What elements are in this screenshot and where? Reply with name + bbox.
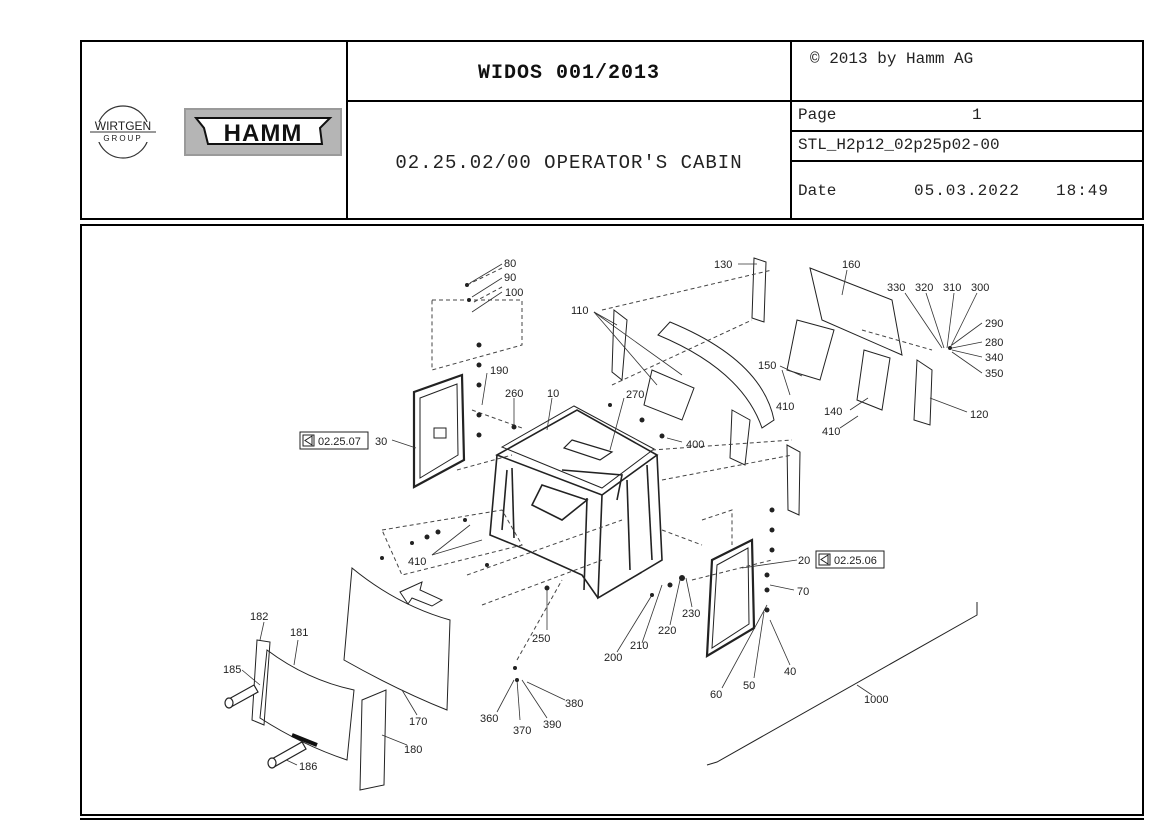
doc-title-cell: WIDOS 001/2013 <box>348 42 792 102</box>
copyright-cell: © 2013 by Hamm AG <box>792 42 1144 102</box>
part-label: 160 <box>842 259 860 271</box>
part-label: 30 <box>375 436 387 448</box>
part-label: 390 <box>543 719 561 731</box>
part-label: 290 <box>985 318 1003 330</box>
part-label: 20 <box>798 555 810 567</box>
part-label: 150 <box>758 360 776 372</box>
ref-label-02-25-07: 02.25.07 <box>318 436 361 448</box>
bottom-rule <box>80 818 1144 820</box>
cabin-exploded-diagram: 02.25.07 02.25.06 80 90 100 110 130 160 … <box>223 257 1003 791</box>
part-label: 360 <box>480 713 498 725</box>
part-label: 50 <box>743 680 755 692</box>
group-logo-text: GROUP <box>103 134 142 143</box>
part-label: 180 <box>404 744 422 756</box>
cabin-frame <box>489 409 663 600</box>
part-label: 410 <box>776 401 794 413</box>
right-door <box>705 538 756 658</box>
stl-cell: STL_H2p12_02p25p02-00 <box>792 132 1144 162</box>
ref-box-02-25-06[interactable]: 02.25.06 <box>815 550 885 569</box>
part-label: 200 <box>604 652 622 664</box>
page-number: 1 <box>972 106 982 124</box>
logo-cell: WIRTGEN GROUP HAMM <box>82 42 348 218</box>
time-value: 18:49 <box>1056 182 1110 200</box>
part-label: 140 <box>824 406 842 418</box>
part-label: 350 <box>985 368 1003 380</box>
date-value: 05.03.2022 <box>914 182 1021 200</box>
part-label: 220 <box>658 625 676 637</box>
part-label: 400 <box>686 439 704 451</box>
part-label: 186 <box>299 761 317 773</box>
part-label: 190 <box>490 365 508 377</box>
part-label: 300 <box>971 282 989 294</box>
wirtgen-logo-text: WIRTGEN <box>95 119 151 133</box>
wirtgen-group-logo: WIRTGEN GROUP <box>90 105 156 159</box>
part-label: 90 <box>504 272 516 284</box>
part-label: 110 <box>571 305 589 317</box>
part-label: 185 <box>223 664 241 676</box>
part-label: 250 <box>532 633 550 645</box>
part-label: 80 <box>504 258 516 270</box>
part-label: 380 <box>565 698 583 710</box>
part-label: 280 <box>985 337 1003 349</box>
part-label: 70 <box>797 586 809 598</box>
part-label: 320 <box>915 282 933 294</box>
title-block: WIRTGEN GROUP HAMM WIDOS 001/2013 © 2013… <box>80 40 1144 220</box>
copyright: © 2013 by Hamm AG <box>810 50 974 68</box>
hamm-logo-text: HAMM <box>224 120 303 147</box>
part-label: 40 <box>784 666 796 678</box>
description-cell: 02.25.02/00 OPERATOR'S CABIN <box>348 102 792 218</box>
part-label: 260 <box>505 388 523 400</box>
part-label: 60 <box>710 689 722 701</box>
part-label: 270 <box>626 389 644 401</box>
ref-box-02-25-07[interactable]: 02.25.07 <box>299 431 369 450</box>
date-cell: Date 05.03.2022 18:49 <box>792 162 1144 218</box>
stl-code: STL_H2p12_02p25p02-00 <box>798 136 1000 154</box>
part-label: 182 <box>250 611 268 623</box>
part-label: 10 <box>547 388 559 400</box>
page-label: Page <box>798 106 837 124</box>
part-label: 310 <box>943 282 961 294</box>
part-label: 410 <box>822 426 840 438</box>
part-label: 340 <box>985 352 1003 364</box>
part-label: 210 <box>630 640 648 652</box>
part-label: 330 <box>887 282 905 294</box>
part-label: 1000 <box>864 694 888 706</box>
part-label: 230 <box>682 608 700 620</box>
part-label: 370 <box>513 725 531 737</box>
hamm-logo: HAMM <box>184 108 342 156</box>
exploded-view-drawing: 02.25.07 02.25.06 80 90 100 110 130 160 … <box>80 224 1144 816</box>
part-label: 410 <box>408 556 426 568</box>
date-label: Date <box>798 182 837 200</box>
part-label: 100 <box>505 287 523 299</box>
doc-title: WIDOS 001/2013 <box>477 62 661 85</box>
part-label: 130 <box>714 259 732 271</box>
part-label: 170 <box>409 716 427 728</box>
left-door <box>412 373 466 489</box>
assembly-description: 02.25.02/00 OPERATOR'S CABIN <box>395 152 743 174</box>
part-label: 120 <box>970 409 988 421</box>
ref-label-02-25-06: 02.25.06 <box>834 555 877 567</box>
part-label: 181 <box>290 627 308 639</box>
page-cell: Page 1 <box>792 102 1144 132</box>
